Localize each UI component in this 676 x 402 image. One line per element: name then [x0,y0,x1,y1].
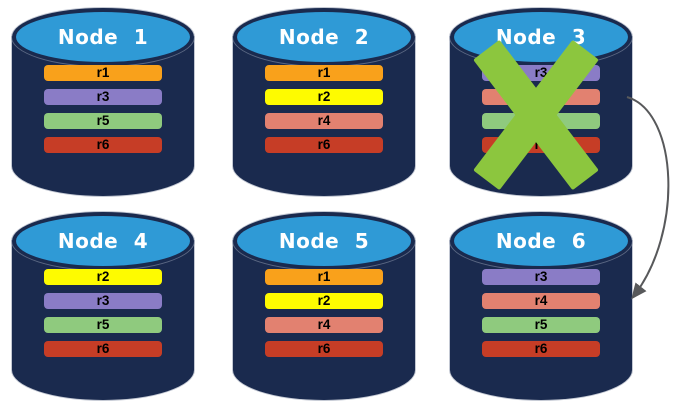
database-node-3: Node 3r3r4r5r6 [450,8,632,196]
cylinder-top: Node 1 [12,8,194,66]
cylinder-top: Node 5 [233,212,415,270]
replica-label: r3 [534,269,548,284]
replica-bar: r4 [265,317,383,333]
replica-bar: r6 [44,341,162,357]
replica-bar: r6 [265,137,383,153]
replica-label: r5 [96,317,110,332]
node-title: Node 4 [57,229,149,253]
replica-label: r6 [534,341,548,356]
replica-bar: r5 [44,113,162,129]
cylinder-top: Node 2 [233,8,415,66]
cylinder-top: Node 4 [12,212,194,270]
replica-label: r4 [317,113,331,128]
replica-bar: r2 [265,89,383,105]
replica-label: r4 [317,317,331,332]
replica-label: r6 [96,137,110,152]
database-node-5: Node 5 r1 r2 r4 r6 [233,212,415,400]
replica-label: r3 [96,293,110,308]
replica-bar: r6 [482,341,600,357]
replica-list: r1 r3 r5 r6 [12,8,194,196]
replica-bar: r3 [44,89,162,105]
replica-bar: r5 [482,317,600,333]
replica-label: r4 [534,293,548,308]
failure-cross-icon [472,39,599,191]
replica-label: r1 [317,65,331,80]
replica-bar: r2 [44,269,162,285]
replica-label: r5 [96,113,110,128]
replica-bar: r3 [482,269,600,285]
replica-bar: r5 [44,317,162,333]
node-title: Node 5 [278,229,370,253]
replica-list: r1 r2 r4 r6 [233,8,415,196]
node-title: Node 1 [57,25,149,49]
replica-label: r1 [96,65,110,80]
replica-bar: r2 [265,293,383,309]
replica-label: r1 [317,269,331,284]
replica-bar: r6 [265,341,383,357]
replica-label: r2 [96,269,110,284]
replica-label: r2 [317,293,331,308]
replica-label: r6 [317,137,331,152]
replica-label: r6 [96,341,110,356]
replica-bar: r3 [44,293,162,309]
node-title: Node 6 [495,229,587,253]
replica-label: r3 [96,89,110,104]
database-node-2: Node 2 r1 r2 r4 r6 [233,8,415,196]
replica-list: r2 r3 r5 r6 [12,212,194,400]
failover-arrow-path [626,96,670,300]
replica-list: r3 r4 r5 r6 [450,212,632,400]
replica-bar: r6 [44,137,162,153]
replica-bar: r1 [265,269,383,285]
replica-label: r2 [317,89,331,104]
database-node-6: Node 6 r3 r4 r5 r6 [450,212,632,400]
database-node-1: Node 1 r1 r3 r5 r6 [12,8,194,196]
replica-bar: r1 [44,65,162,81]
replica-label: r6 [317,341,331,356]
replica-list: r1 r2 r4 r6 [233,212,415,400]
replica-bar: r4 [482,293,600,309]
replica-label: r5 [534,317,548,332]
node-title: Node 2 [278,25,370,49]
cylinder-top: Node 6 [450,212,632,270]
replica-bar: r4 [265,113,383,129]
database-node-4: Node 4 r2 r3 r5 r6 [12,212,194,400]
replica-bar: r1 [265,65,383,81]
